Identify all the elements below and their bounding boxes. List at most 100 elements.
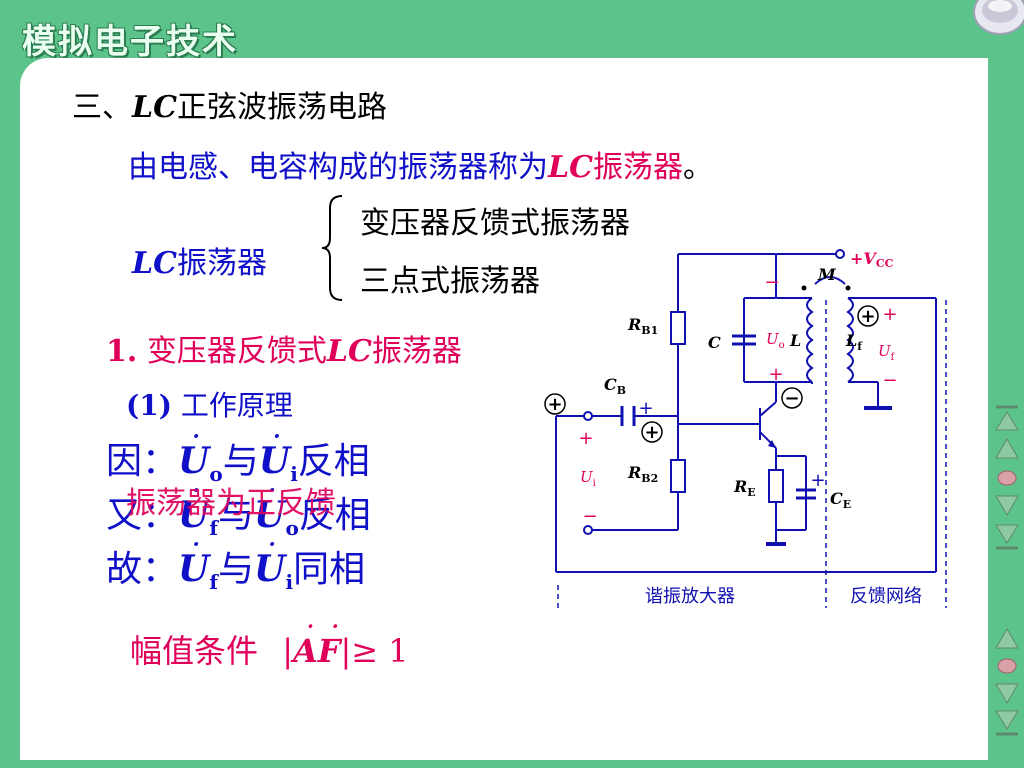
definition-text: 由电感、电容构成的振荡器称为 — [128, 150, 548, 185]
nav-first-icon[interactable] — [994, 404, 1020, 438]
symbol-subscript: i — [285, 570, 294, 595]
vcc-plus-label: +VCC — [850, 249, 894, 270]
corner-ornament-icon — [972, 0, 1024, 42]
section-number: 三、 — [72, 90, 132, 125]
label-resonant-amplifier: 谐振放大器 — [645, 586, 735, 607]
symbol-subscript: f — [209, 570, 219, 595]
nav-last-icon[interactable] — [994, 522, 1020, 556]
nav-back-icon[interactable] — [994, 626, 1020, 656]
dotted-symbol-f: ˙F — [317, 622, 341, 670]
circle-minus-collector: − — [784, 388, 799, 409]
tank-minus: − — [764, 272, 779, 293]
rb2-label: RB2 — [627, 463, 658, 485]
symbol-subscript: o — [285, 516, 299, 541]
dotted-symbol: ˙U — [254, 538, 286, 590]
principle-text: 工作原理 — [180, 389, 293, 422]
uo-label: Uo — [766, 330, 785, 351]
definition-suffix: 振荡器 — [592, 150, 683, 185]
dotted-symbol: ˙U — [178, 538, 210, 590]
reasoning-tail: 反相 — [297, 441, 370, 482]
symbol-letter: U — [258, 440, 291, 482]
classification-item-2: 三点式振荡器 — [360, 264, 540, 299]
reasoning-lead: 故： — [106, 549, 179, 590]
reasoning-tail: 反相 — [298, 495, 371, 536]
symbol-subscript: o — [209, 462, 223, 487]
circle-plus-base: + — [644, 422, 659, 443]
subsection-lc: LC — [326, 334, 372, 369]
nav-home-icon[interactable] — [994, 468, 1020, 492]
nav-end-icon[interactable] — [994, 708, 1020, 742]
classification-root-text: 振荡器 — [176, 246, 267, 281]
tank-plus: + — [768, 364, 783, 385]
nav-forward-icon[interactable] — [994, 680, 1020, 710]
reasoning-line-2: 又：˙Uf与˙Uo反相 — [106, 484, 371, 541]
amplitude-label: 幅值条件 — [130, 632, 259, 670]
dotted-symbol: ˙U — [258, 430, 291, 482]
reasoning-lead: 因： — [106, 441, 179, 482]
circle-plus-input: + — [547, 394, 562, 415]
ce-plus: + — [810, 470, 825, 491]
lf-label: Lf — [845, 331, 863, 353]
nav-menu-icon[interactable] — [994, 656, 1020, 680]
symbol-letter: U — [178, 440, 210, 482]
feedback-plus: + — [882, 304, 897, 325]
positive-feedback-note: 振荡器为正反馈 — [126, 486, 336, 521]
label-feedback-network: 反馈网络 — [850, 586, 922, 607]
nav-previous-icon[interactable] — [994, 436, 1020, 466]
symbol-subscript: i — [290, 462, 298, 487]
circle-plus-feedback: + — [860, 306, 875, 327]
definition-lc: LC — [548, 150, 593, 185]
cb-plus: + — [638, 398, 653, 419]
reasoning-tail: 同相 — [293, 549, 366, 590]
classification-root-lc: LC — [132, 246, 177, 281]
input-minus: − — [582, 506, 597, 527]
subsection-suffix: 振荡器 — [371, 334, 462, 369]
feedback-minus: − — [882, 370, 897, 391]
section-title-text: 正弦波振荡电路 — [176, 90, 387, 125]
reasoning-connector: 与 — [218, 549, 255, 590]
reasoning-connector: 与 — [218, 495, 255, 536]
reasoning-connector: 与 — [222, 441, 259, 482]
dotted-symbol: ˙U — [178, 430, 210, 482]
l-label: L — [789, 331, 801, 350]
principle-heading: (1) 工作原理 — [126, 384, 293, 424]
section-title: 三、LC正弦波振荡电路 — [72, 82, 387, 126]
dotted-symbol: ˙U — [178, 484, 210, 536]
reasoning-line-1: 因：˙Uo与˙Ui反相 — [106, 430, 370, 487]
symbol-subscript: f — [209, 516, 219, 541]
dotted-symbol: ˙U — [254, 484, 286, 536]
reasoning-lead: 又： — [106, 495, 179, 536]
symbol-letter: A — [292, 632, 318, 670]
amplitude-condition: 幅值条件 |˙A˙F|≥ 1 — [130, 622, 409, 672]
rb1-label: RB1 — [627, 315, 658, 337]
symbol-letter: U — [178, 548, 210, 590]
definition-punct: 。 — [682, 150, 713, 185]
input-plus: + — [578, 428, 593, 449]
dotted-symbol-a: ˙A — [292, 622, 318, 670]
transformer-feedback-oscillator-circuit: + + − + +VCC M RB1 RB2 RE CE CB C L Lf U… — [544, 249, 947, 608]
symbol-letter: U — [178, 494, 210, 536]
section-title-lc: LC — [132, 90, 177, 125]
principle-number: (1) — [126, 389, 172, 422]
abs-bar-left: | — [282, 632, 293, 670]
nav-next-icon[interactable] — [994, 492, 1020, 522]
classification-item-1: 变压器反馈式振荡器 — [360, 206, 630, 241]
brace-icon — [318, 192, 348, 308]
ui-label: Ui — [580, 468, 596, 489]
classification-root: LC振荡器 — [132, 238, 267, 282]
uf-label: Uf — [878, 342, 896, 363]
re-label: RE — [733, 477, 756, 499]
c-label: C — [708, 333, 721, 352]
symbol-letter: F — [317, 632, 341, 670]
cb-label: CB — [604, 375, 626, 397]
ce-label: CE — [830, 489, 851, 511]
reasoning-line-3: 故：˙Uf与˙Ui同相 — [106, 538, 366, 595]
amplitude-inequality: |≥ 1 — [340, 632, 409, 670]
mutual-inductance-label: M — [817, 265, 837, 284]
subsection-title: 1. 变压器反馈式LC振荡器 — [106, 326, 462, 370]
subsection-text: 变压器反馈式 — [146, 334, 327, 369]
course-logo: 模拟电子技术 — [22, 22, 238, 62]
definition-line: 由电感、电容构成的振荡器称为LC振荡器。 — [128, 142, 713, 186]
symbol-letter: U — [254, 494, 286, 536]
